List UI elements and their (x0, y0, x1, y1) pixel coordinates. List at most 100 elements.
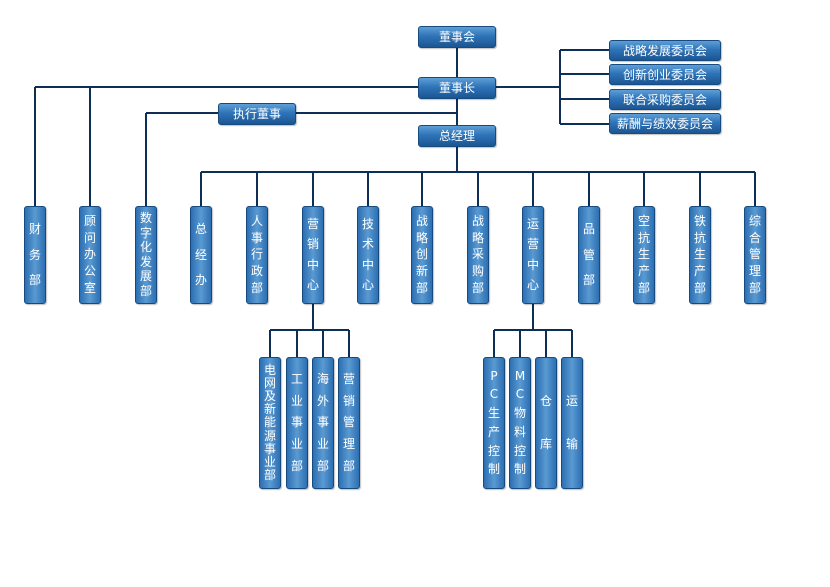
label-char: 部 (342, 459, 355, 474)
label-char: 中 (361, 257, 374, 272)
label-char: 产 (693, 264, 706, 279)
operations-unit-box: 运输运输 (561, 357, 583, 489)
label-char: 心 (361, 277, 374, 292)
label-char: 事 (250, 230, 263, 245)
label-char: 仓 (539, 393, 552, 408)
committee-box: 联合采购委员会 (609, 89, 721, 110)
label-char: 管 (748, 247, 761, 262)
label-char: 顾 (83, 213, 96, 228)
staff-dept-box: 数字化发展部数字化发展部 (135, 206, 157, 304)
label-char: 总 (194, 222, 207, 237)
department-box: 总经办总经办 (190, 206, 212, 304)
label-char: 理 (342, 437, 355, 452)
label-char: 新 (415, 264, 428, 279)
label-char: 运 (526, 217, 539, 232)
label-char: 工 (290, 371, 303, 386)
label-char: 经 (194, 247, 207, 262)
committee-box: 薪酬与绩效委员会 (609, 113, 721, 134)
label-char: 问 (83, 230, 96, 245)
label-char: 外 (316, 393, 329, 408)
label-char: 中 (526, 257, 539, 272)
committee-box: 创新创业委员会 (609, 64, 721, 85)
label-char: 销 (306, 237, 319, 252)
label-char: 人 (250, 213, 263, 228)
label-char: 事 (290, 415, 303, 430)
label-char: 营 (342, 371, 355, 386)
label-char: 战 (471, 213, 484, 228)
label-char: 部 (693, 281, 706, 296)
label-char: 财 (28, 222, 41, 237)
label-char: 理 (748, 264, 761, 279)
label-char: 略 (415, 230, 428, 245)
label-char: 发 (139, 254, 152, 269)
label-char: 库 (539, 437, 552, 452)
operations-unit-box: MC物料控制MC物料控制 (509, 357, 531, 489)
label-char: 产 (637, 264, 650, 279)
label-char: M (514, 368, 526, 383)
executive-director-label: 执行董事 (232, 107, 281, 121)
label-char: 部 (139, 283, 152, 298)
chairman-box: 董事长 (418, 77, 496, 99)
department-box: 品管部品管部 (578, 206, 600, 304)
label-char: 营 (526, 237, 539, 252)
marketing-unit-box: 海外事业部海外事业部 (312, 357, 334, 489)
operations-unit-box: PC生产控制PC生产控制 (483, 357, 505, 489)
department-box: 战略采购部战略采购部 (467, 206, 489, 304)
label-char: 控 (513, 443, 526, 458)
label-char: 生 (693, 247, 706, 262)
label-char: C (515, 387, 525, 402)
label-char: 抗 (693, 230, 706, 245)
department-box: 营销中心营销中心 (302, 206, 324, 304)
general-manager-box: 总经理 (418, 125, 496, 147)
label-char: 采 (471, 247, 484, 262)
label-char: 化 (139, 240, 152, 255)
department-box: 空抗生产部空抗生产部 (633, 206, 655, 304)
staff-dept-box: 财务部财务部 (24, 206, 46, 304)
label-char: 生 (487, 406, 500, 421)
box-label: 运输 (572, 423, 573, 424)
label-char: 销 (342, 393, 355, 408)
chairman-label: 董事长 (438, 81, 475, 95)
label-char: 物 (513, 406, 526, 421)
label-char: 部 (415, 281, 428, 296)
department-box: 综合管理部综合管理部 (744, 206, 766, 304)
label-char: 业 (290, 437, 303, 452)
label-char: 办 (194, 272, 207, 287)
department-box: 运营中心运营中心 (522, 206, 544, 304)
label-char: 抗 (637, 230, 650, 245)
marketing-unit-box: 工业事业部工业事业部 (286, 357, 308, 489)
label-char: 海 (316, 371, 329, 386)
label-char: C (489, 387, 499, 402)
label-char: 输 (565, 437, 578, 452)
label-char: 室 (83, 281, 96, 296)
label-char: 创 (415, 247, 428, 262)
label-char: 生 (637, 247, 650, 262)
board-box: 董事会 (418, 26, 496, 48)
label-char: 部 (471, 281, 484, 296)
committee-label: 联合采购委员会 (622, 92, 707, 107)
label-char: 综 (748, 213, 761, 228)
label-char: 中 (306, 257, 319, 272)
label-char: 部 (316, 459, 329, 474)
marketing-unit-box: 电网及新能源事业部电网及新能源事业部 (259, 357, 281, 489)
label-char: 控 (487, 443, 500, 458)
label-char: 业 (290, 393, 303, 408)
committee-label: 战略发展委员会 (622, 43, 707, 58)
label-char: 新 (263, 402, 276, 417)
committee-box: 战略发展委员会 (609, 40, 721, 61)
label-char: 部 (748, 281, 761, 296)
board-label: 董事会 (438, 30, 475, 44)
staff-dept-box: 顾问办公室顾问办公室 (79, 206, 101, 304)
label-char: 管 (582, 247, 595, 262)
label-char: 字 (139, 225, 152, 240)
committee-label: 薪酬与绩效委员会 (616, 116, 713, 131)
box-label: 仓库 (546, 423, 547, 424)
label-char: 心 (526, 277, 539, 292)
label-char: 务 (28, 247, 41, 262)
